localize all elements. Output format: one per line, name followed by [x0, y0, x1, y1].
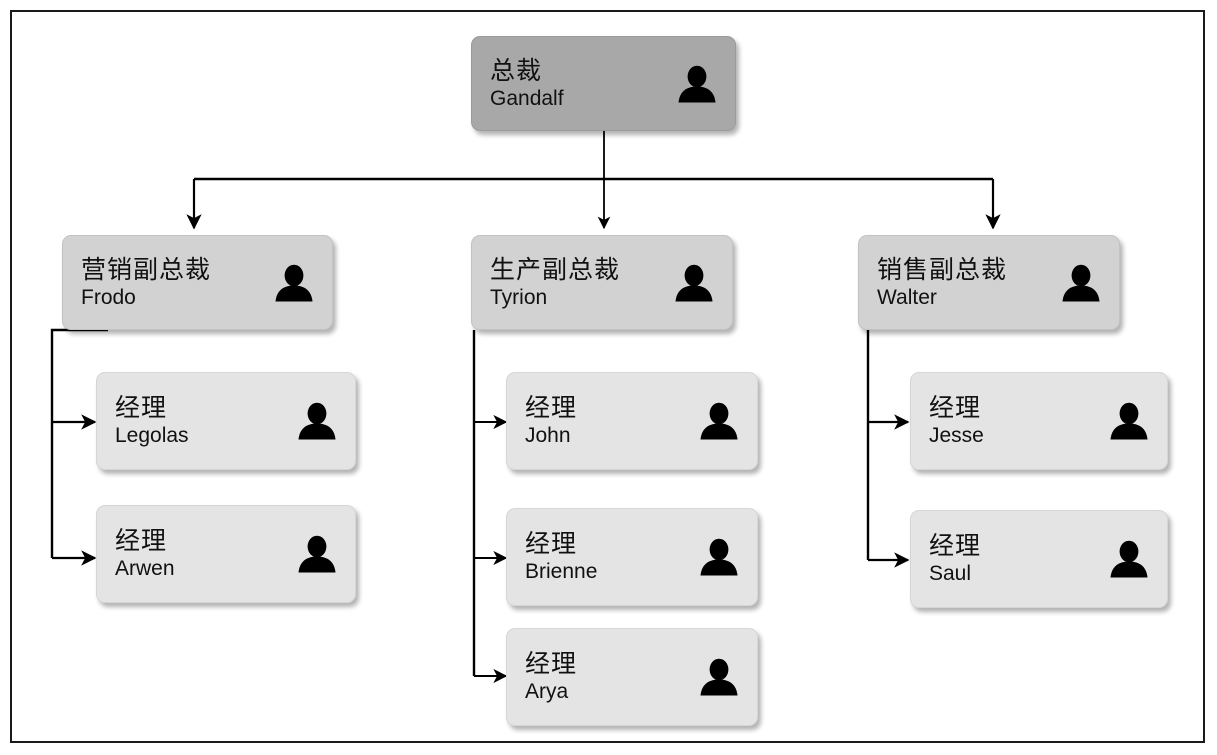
person-icon [672, 263, 716, 303]
node-title: 经理 [525, 650, 578, 678]
person-icon [1059, 263, 1103, 303]
node-title: 总裁 [490, 56, 543, 85]
node-title: 经理 [115, 527, 168, 555]
node-person-name: Frodo [81, 285, 136, 309]
node-vp-marketing[interactable]: 营销副总裁 Frodo [62, 235, 333, 330]
node-label-group: 经理 John [525, 394, 578, 447]
node-title: 经理 [525, 394, 578, 422]
node-label-group: 生产副总裁 Tyrion [490, 255, 621, 309]
node-label-group: 经理 Legolas [115, 394, 189, 447]
node-manager-arwen[interactable]: 经理 Arwen [96, 505, 356, 603]
node-manager-arya[interactable]: 经理 Arya [506, 628, 758, 726]
node-title: 经理 [525, 530, 578, 558]
node-manager-saul[interactable]: 经理 Saul [910, 510, 1168, 608]
person-icon [272, 263, 316, 303]
node-person-name: John [525, 424, 571, 447]
node-label-group: 营销副总裁 Frodo [81, 255, 212, 309]
person-icon [1107, 539, 1151, 579]
person-icon [295, 534, 339, 574]
person-icon [697, 401, 741, 441]
node-person-name: Jesse [929, 424, 984, 447]
node-manager-john[interactable]: 经理 John [506, 372, 758, 470]
person-icon [295, 401, 339, 441]
node-label-group: 销售副总裁 Walter [877, 255, 1008, 309]
node-label-group: 经理 Brienne [525, 530, 598, 583]
node-manager-legolas[interactable]: 经理 Legolas [96, 372, 356, 470]
node-label-group: 经理 Arya [525, 650, 578, 703]
node-person-name: Saul [929, 562, 972, 585]
person-icon [675, 64, 719, 104]
person-icon [1107, 401, 1151, 441]
node-title: 经理 [929, 532, 982, 560]
node-title: 生产副总裁 [490, 255, 621, 284]
node-person-name: Walter [877, 285, 937, 309]
node-label-group: 经理 Saul [929, 532, 982, 585]
node-label-group: 经理 Jesse [929, 394, 984, 447]
node-title: 经理 [115, 394, 168, 422]
node-person-name: Brienne [525, 560, 598, 583]
node-label-group: 总裁 Gandalf [490, 56, 564, 110]
node-title: 销售副总裁 [877, 255, 1008, 284]
node-root-president[interactable]: 总裁 Gandalf [471, 36, 736, 131]
node-manager-brienne[interactable]: 经理 Brienne [506, 508, 758, 606]
node-person-name: Gandalf [490, 86, 564, 110]
person-icon [697, 657, 741, 697]
node-manager-jesse[interactable]: 经理 Jesse [910, 372, 1168, 470]
node-person-name: Arya [525, 680, 569, 703]
node-title: 经理 [929, 394, 982, 422]
node-vp-sales[interactable]: 销售副总裁 Walter [858, 235, 1120, 330]
node-title: 营销副总裁 [81, 255, 212, 284]
node-vp-production[interactable]: 生产副总裁 Tyrion [471, 235, 733, 330]
person-icon [697, 537, 741, 577]
node-person-name: Tyrion [490, 285, 548, 309]
node-label-group: 经理 Arwen [115, 527, 175, 580]
node-person-name: Arwen [115, 557, 175, 580]
node-person-name: Legolas [115, 424, 189, 447]
